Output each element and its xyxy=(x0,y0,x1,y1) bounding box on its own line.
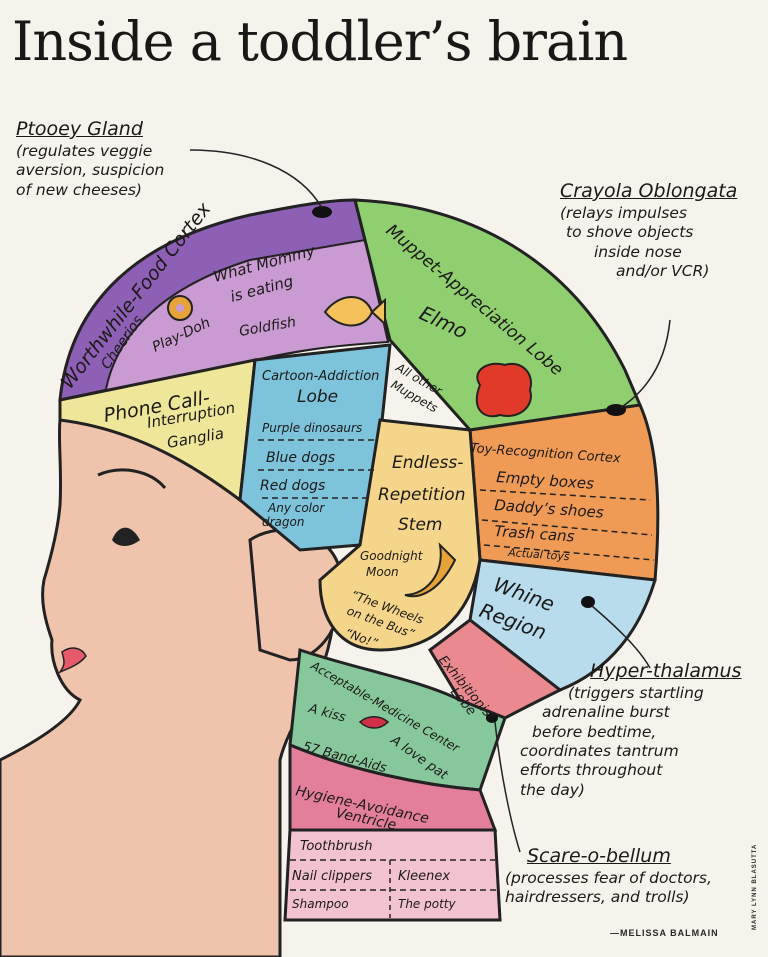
crayola-heading: Crayola Oblongata xyxy=(560,180,738,202)
lips-icon xyxy=(358,716,390,729)
endless-label-1: Endless- xyxy=(392,453,463,473)
endless-label-3: Stem xyxy=(398,515,442,535)
moon-icon xyxy=(404,542,457,598)
cartoon-label-1: Cartoon-Addiction xyxy=(262,369,379,384)
eyebrow xyxy=(97,468,167,490)
hyper-body-1: (triggers startling xyxy=(568,683,704,702)
endless-item-1: Goodnight xyxy=(360,549,424,563)
goldfish-icon xyxy=(323,296,386,327)
endless-label-2: Repetition xyxy=(378,485,465,505)
lips xyxy=(57,647,87,674)
leader-crayola xyxy=(619,319,671,409)
cartoon-item-3: Red dogs xyxy=(260,478,325,494)
region-endless xyxy=(318,418,482,652)
elmo-icon xyxy=(475,362,532,418)
leader-hyper xyxy=(591,605,651,669)
annotation-ptooey: Ptooey Gland (regulates veggie aversion,… xyxy=(16,118,164,200)
toy-item-4: Actual toys xyxy=(507,546,570,563)
sep-toy-1 xyxy=(479,489,651,501)
leader-scare xyxy=(494,721,521,853)
annotation-crayola: Crayola Oblongata (relays impulses to sh… xyxy=(560,180,737,281)
hygiene-item-1: Toothbrush xyxy=(300,839,372,854)
cartoon-item-2: Blue dogs xyxy=(266,450,335,466)
region-muppet xyxy=(353,198,643,432)
hyper-body-2: adrenaline burst xyxy=(542,703,670,722)
ptooey-heading: Ptooey Gland xyxy=(16,118,143,140)
hygiene-item-2: Nail clippers xyxy=(292,869,372,884)
region-hygiene xyxy=(288,742,498,832)
hygiene-item-3: Kleenex xyxy=(398,869,450,884)
author-credit: —MELISSA BALMAIN xyxy=(610,928,719,938)
ptooey-body-1: (regulates veggie xyxy=(16,141,153,160)
ptooey-gland xyxy=(312,206,332,218)
region-toy xyxy=(468,403,660,582)
cartoon-item-5: dragon xyxy=(262,515,304,529)
leader-ptooey xyxy=(189,149,323,209)
hyper-body-5: efforts throughout xyxy=(520,761,663,780)
hyper-body-4: coordinates tantrum xyxy=(520,741,679,760)
hygiene-item-4: Shampoo xyxy=(292,897,349,911)
eye xyxy=(112,527,140,546)
ptooey-body-3: of new cheeses) xyxy=(16,180,142,199)
ptooey-body-2: aversion, suspicion xyxy=(16,161,165,180)
cartoon-label-2: Lobe xyxy=(297,387,338,407)
scare-body-2: hairdressers, and trolls) xyxy=(505,888,690,907)
cartoon-item-1: Purple dinosaurs xyxy=(262,421,362,435)
annotation-scare: Scare-o-bellum (processes fear of doctor… xyxy=(505,845,712,908)
crayola-body-2: to shove objects xyxy=(566,223,694,242)
hyper-body-3: before bedtime, xyxy=(532,722,657,741)
annotation-hyper: Hyper-thalamus (triggers startling adren… xyxy=(520,660,741,800)
crayola-body-4: and/or VCR) xyxy=(616,261,710,280)
crayola-body-1: (relays impulses xyxy=(560,203,687,222)
region-hygiene-items xyxy=(283,828,502,922)
sep-toy-3 xyxy=(483,544,655,561)
sep-toy-2 xyxy=(481,519,653,536)
toy-item-3: Trash cans xyxy=(494,522,575,546)
scare-body-1: (processes fear of doctors, xyxy=(505,868,712,887)
hyper-heading: Hyper-thalamus xyxy=(590,660,742,682)
endless-item-2: Moon xyxy=(366,565,399,579)
scare-heading: Scare-o-bellum xyxy=(527,845,671,867)
scare-o-bellum xyxy=(486,713,498,723)
hyper-thalamus xyxy=(581,596,595,608)
illustrator-credit: MARY LYNN BLASUTTA xyxy=(752,843,758,930)
hygiene-item-5: The potty xyxy=(398,897,457,911)
crayola-body-3: inside nose xyxy=(594,242,682,261)
cartoon-item-4: Any color xyxy=(267,501,325,515)
hyper-body-6: the day) xyxy=(520,780,585,799)
page-title: Inside a toddler’s brain xyxy=(12,10,628,73)
